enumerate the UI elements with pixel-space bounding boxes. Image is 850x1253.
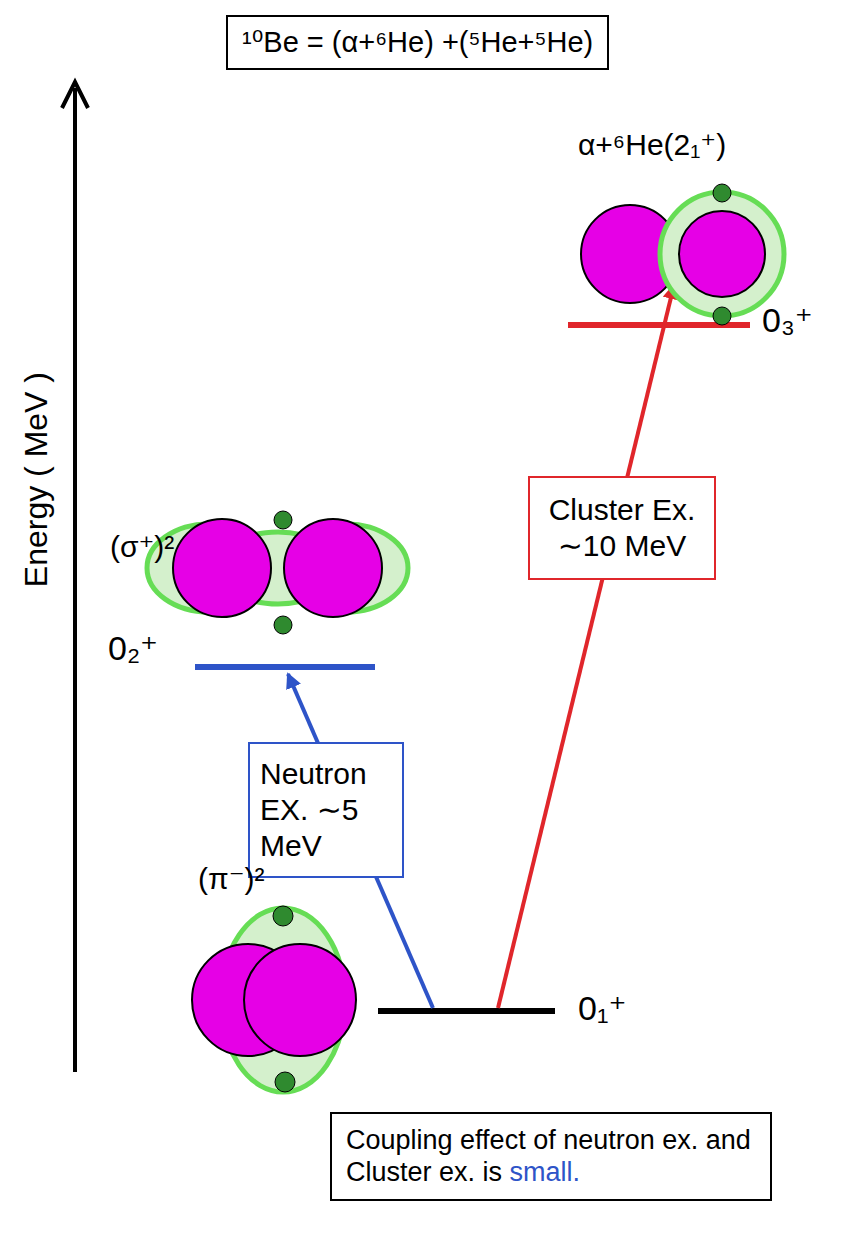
state-label: (π⁻)² <box>198 862 265 895</box>
neutron-dot <box>713 307 731 325</box>
axis-arrowhead <box>62 82 88 108</box>
box-text: ¹⁰Be = (α+⁶He) +(⁵He+⁵He) <box>242 25 593 60</box>
alpha-cluster <box>173 519 271 617</box>
transition-arrow <box>498 285 674 1008</box>
state-label: α+⁶He(2₁⁺) <box>578 128 726 161</box>
neutron-dot <box>273 906 293 926</box>
title-box: ¹⁰Be = (α+⁶He) +(⁵He+⁵He) <box>226 15 609 70</box>
energy-axis <box>73 88 77 1072</box>
neutron-dot <box>274 616 292 634</box>
neutron-orbital <box>660 192 784 316</box>
neutron-dot <box>713 184 731 202</box>
level-label: 0₁⁺ <box>578 990 626 1027</box>
alpha-cluster <box>244 944 356 1056</box>
box-text: Cluster Ex. ∼10 MeV <box>542 492 702 564</box>
neutron-dot <box>274 511 292 529</box>
box-text: Coupling effect of neutron ex. and Clust… <box>346 1124 756 1189</box>
alpha-cluster <box>284 519 382 617</box>
level-label: 0₃⁺ <box>762 302 813 339</box>
box-text: Neutron EX. ∼5 MeV <box>260 756 392 864</box>
level-line <box>195 664 375 670</box>
level-line <box>378 1008 555 1014</box>
transition-box: Neutron EX. ∼5 MeV <box>248 742 404 878</box>
alpha-cluster <box>679 211 765 297</box>
note-box: Coupling effect of neutron ex. and Clust… <box>330 1112 772 1201</box>
state-label: (σ⁺)² <box>110 530 174 563</box>
axis-label: Energy ( MeV ) <box>19 372 54 587</box>
level-label: 0₂⁺ <box>108 630 158 667</box>
transition-box: Cluster Ex. ∼10 MeV <box>528 476 716 580</box>
neutron-dot <box>275 1072 295 1092</box>
